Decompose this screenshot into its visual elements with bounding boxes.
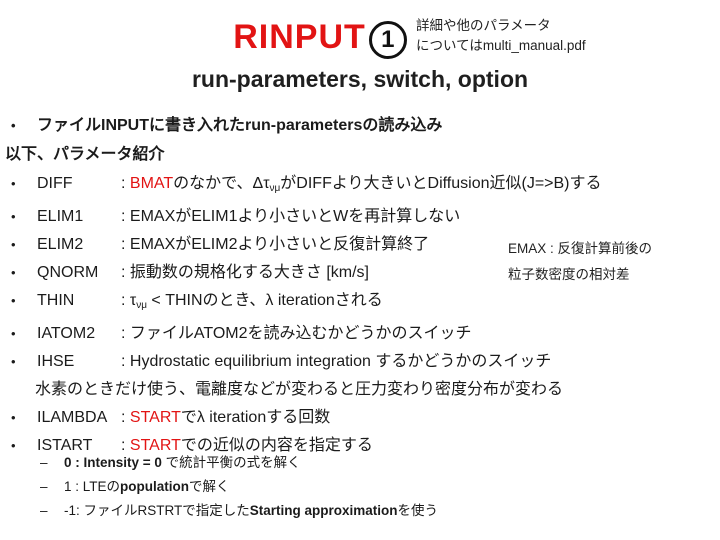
parameter-row: • THIN : τνμ < THINのとき、λ iterationされる <box>8 287 714 320</box>
parameter-name: THIN <box>37 292 75 309</box>
parameter-name: IHSE <box>37 353 75 370</box>
text-segment: START <box>129 437 181 454</box>
parameter-name: ELIM2 <box>37 236 84 253</box>
parameter-description: : BMATのなかで、ΔτνμがDIFFより大きいとDiffusion近似(J=… <box>121 170 714 203</box>
text-segment: のなかで、Δτ <box>173 175 270 192</box>
bullet-marker: • <box>11 326 16 341</box>
intro-bullet-row: • ファイルINPUTに書き入れたrun-parametersの読み込み <box>8 112 714 140</box>
text-segment: がDIFFより大きいとDiffusion近似(J=>B)する <box>280 175 602 192</box>
text-segment: での近似の内容を指定する <box>180 437 373 454</box>
text-segment: νμ <box>269 183 281 194</box>
dash-marker: – <box>40 503 48 518</box>
parameter-row: •ILAMBDA: STARTでλ iterationする回数 <box>8 404 714 432</box>
text-segment: : τ <box>121 292 137 309</box>
dash-marker: – <box>40 455 48 470</box>
parameter-description: : 振動数の規格化する大きさ [km/s] <box>121 259 714 287</box>
circled-one-badge: 1 <box>368 20 407 59</box>
parameter-name: ISTART <box>37 437 93 454</box>
parameter-row: • ELIM2 : EMAXがELIM2より小さいと反復計算終了 <box>8 231 714 259</box>
text-segment: : <box>121 437 130 454</box>
istart-options-list: – 0 : Intensity = 0 で統計平衡の式を解く – 1 : LTEのpo… <box>40 451 438 523</box>
bullet-marker: • <box>11 118 16 133</box>
text-segment: でλ iterationする回数 <box>180 409 331 426</box>
text-segment: : EMAXがELIM2より小さいと反復計算終了 <box>121 236 430 253</box>
bullet-marker: • <box>11 410 16 425</box>
text-segment: : 振動数の規格化する大きさ [km/s] <box>121 264 370 281</box>
parameter-description: : EMAXがELIM1より小さいとWを再計算しない <box>121 203 714 231</box>
text-segment: で解く <box>189 479 230 494</box>
text-segment: < THINのとき、λ iterationされる <box>146 292 383 309</box>
parameter-name: QNORM <box>37 264 99 281</box>
bullet-marker: • <box>11 438 16 453</box>
text-segment: population <box>120 479 190 494</box>
text-segment: BMAT <box>129 175 174 192</box>
sub-option-text: -1: ファイルRSTRTで指定したStarting approximation… <box>64 499 438 523</box>
text-segment: : ファイルATOM2を読み込むかどうかのスイッチ <box>121 325 472 342</box>
parameter-description: : ファイルATOM2を読み込むかどうかのスイッチ <box>121 320 714 348</box>
text-segment: : EMAXがELIM1より小さいとWを再計算しない <box>121 208 461 225</box>
parameter-description: : STARTでの近似の内容を指定する <box>121 432 714 460</box>
text-segment: を使う <box>397 503 439 518</box>
parameter-row: •DIFF: BMATのなかで、ΔτνμがDIFFより大きいとDiffusion… <box>8 170 714 203</box>
parameter-continuation-row: 水素のときだけ使う、電離度などが変わると圧力変わり密度分布が変わる <box>8 376 714 404</box>
text-segment: : Hydrostatic equilibrium integration する… <box>121 353 552 370</box>
sub-option-row: – 1 : LTEのpopulationで解く <box>40 475 438 499</box>
text-segment: Starting approximation <box>249 503 398 518</box>
parameter-description: : Hydrostatic equilibrium integration する… <box>121 348 714 376</box>
emax-side-note-line2: 粒子数密度の相対差 <box>508 267 630 282</box>
parameter-name: DIFF <box>37 175 73 192</box>
slide-body: • ファイルINPUTに書き入れたrun-parametersの読み込み 以下、… <box>5 112 714 460</box>
top-right-note: 詳細や他のパラメータ についてはmulti_manual.pdf <box>416 16 716 57</box>
parameter-list: •DIFF: BMATのなかで、ΔτνμがDIFFより大きいとDiffusion… <box>8 170 714 460</box>
sub-option-text: 1 : LTEのpopulationで解く <box>64 475 438 499</box>
parameter-row: • QNORM : 振動数の規格化する大きさ [km/s] <box>8 259 714 287</box>
text-segment: : <box>121 409 130 426</box>
parameter-description: : STARTでλ iterationする回数 <box>121 404 714 432</box>
text-segment: 0 : Intensity = 0 <box>64 455 166 470</box>
intro-following-line: 以下、パラメータ紹介 <box>5 146 165 163</box>
text-segment: で統計平衡の式を解く <box>165 455 301 470</box>
bullet-marker: • <box>11 293 16 308</box>
text-segment: νμ <box>136 300 147 311</box>
parameter-row: • IATOM2 : ファイルATOM2を読み込むかどうかのスイッチ <box>8 320 714 348</box>
top-right-note-line2: についてはmulti_manual.pdf <box>416 38 586 54</box>
parameter-row: • IHSE : Hydrostatic equilibrium integrati… <box>8 348 714 376</box>
parameter-description: : τνμ < THINのとき、λ iterationされる <box>121 287 714 320</box>
bullet-marker: • <box>11 237 16 252</box>
parameter-row: • ELIM1 : EMAXがELIM1より小さいとWを再計算しない <box>8 203 714 231</box>
text-segment: : <box>121 175 130 192</box>
title-text: RINPUT <box>233 18 366 56</box>
top-right-note-line1: 詳細や他のパラメータ <box>416 18 551 33</box>
sub-option-row: – 0 : Intensity = 0 で統計平衡の式を解く <box>40 451 438 475</box>
parameter-name: ELIM1 <box>37 208 84 225</box>
subtitle: run-parameters, switch, option <box>191 66 529 92</box>
dash-marker: – <box>40 479 48 494</box>
bullet-marker: • <box>11 354 16 369</box>
intro-bullet-text: ファイルINPUTに書き入れたrun-parametersの読み込み <box>37 117 443 134</box>
text-segment: 水素のときだけ使う、電離度などが変わると圧力変わり密度分布が変わる <box>35 381 564 398</box>
parameter-name: ILAMBDA <box>37 409 108 426</box>
emax-side-note: EMAX : 反復計算前後の 粒子数密度の相対差 <box>508 236 652 288</box>
sub-option-text: 0 : Intensity = 0 で統計平衡の式を解く <box>64 451 438 475</box>
sub-option-row: – -1: ファイルRSTRTで指定したStarting approximatio… <box>40 499 438 523</box>
bullet-marker: • <box>11 176 16 191</box>
text-segment: START <box>129 409 181 426</box>
parameter-description: : EMAXがELIM2より小さいと反復計算終了 <box>121 231 714 259</box>
bullet-marker: • <box>11 209 16 224</box>
text-segment: -1: ファイルRSTRTで指定した <box>64 503 250 518</box>
emax-side-note-line1: EMAX : 反復計算前後の <box>508 241 653 256</box>
bullet-marker: • <box>11 265 16 280</box>
parameter-row: •ISTART: STARTでの近似の内容を指定する <box>8 432 714 460</box>
text-segment: 1 : LTEの <box>64 479 121 494</box>
parameter-name: IATOM2 <box>37 325 96 342</box>
